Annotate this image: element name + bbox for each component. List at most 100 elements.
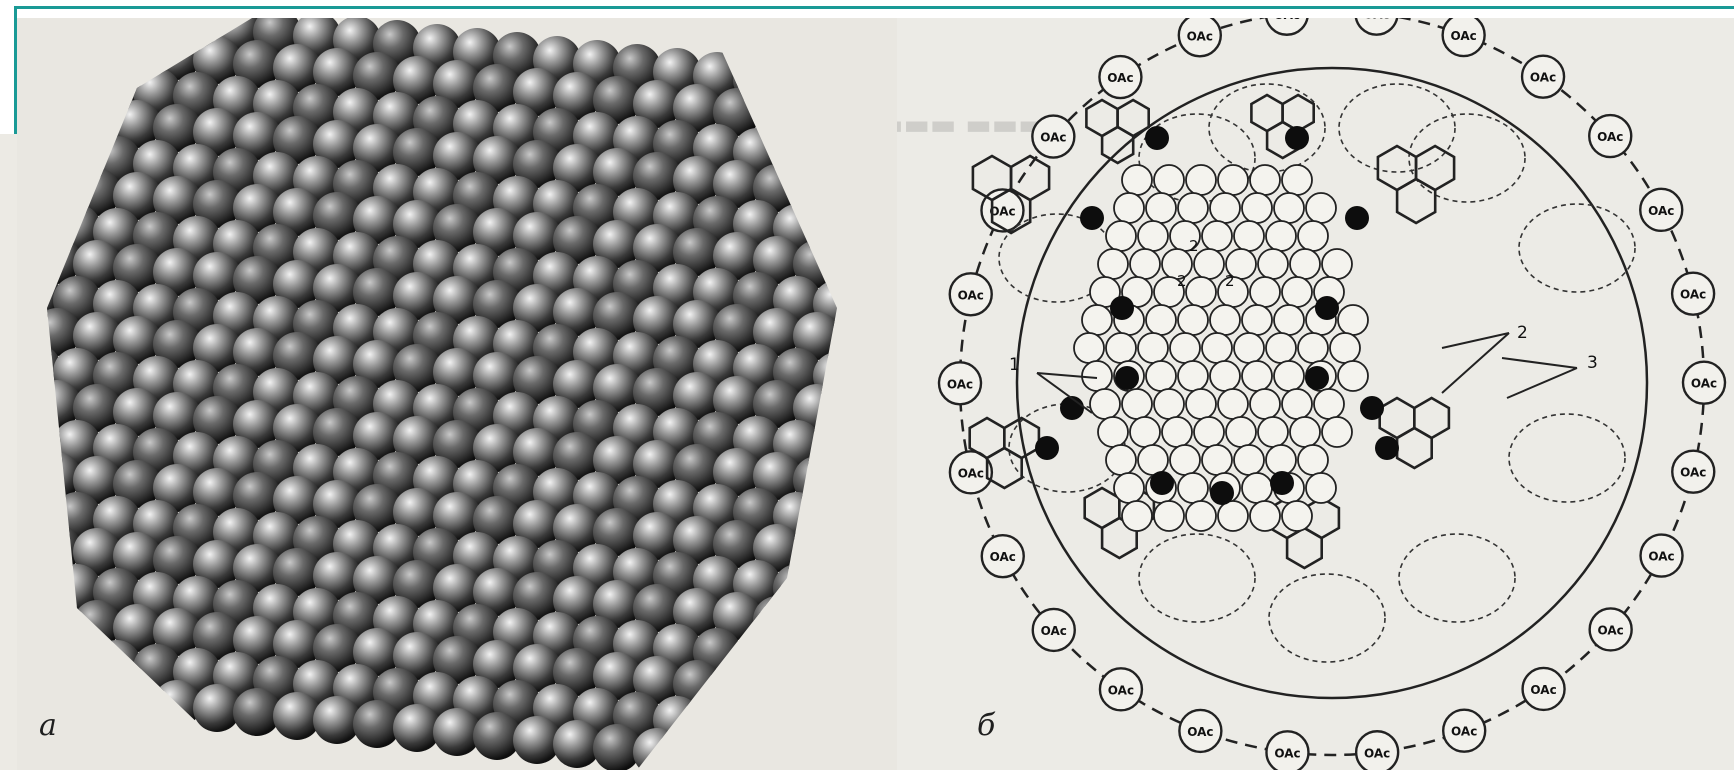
atom-sphere: [873, 392, 897, 440]
core-atom: [1210, 305, 1240, 335]
atom-sphere: [113, 28, 161, 76]
dashed-cloud: [1139, 534, 1255, 622]
core-atom: [1178, 473, 1208, 503]
core-atom: [1282, 501, 1312, 531]
core-atom: [1154, 501, 1184, 531]
core-atom: [1090, 389, 1120, 419]
atom-sphere: [793, 744, 841, 770]
surface-atom: [1145, 126, 1169, 150]
core-atom: [1338, 305, 1368, 335]
ligand-marker: OAc: [1099, 56, 1141, 98]
callout-3: 3: [1587, 353, 1598, 373]
svg-text:OAc: OAc: [1691, 377, 1717, 391]
core-atom: [1330, 333, 1360, 363]
core-atom: [1186, 165, 1216, 195]
core-atom: [1186, 389, 1216, 419]
svg-text:OAc: OAc: [1187, 29, 1213, 43]
core-atom: [1178, 305, 1208, 335]
atom-sphere: [853, 140, 897, 188]
atom-sphere: [773, 636, 821, 684]
dashed-cloud: [1339, 84, 1455, 172]
ligand-marker: OAc: [1100, 668, 1142, 710]
atom-sphere: [793, 168, 841, 216]
core-atom: [1306, 473, 1336, 503]
atom-sphere: [693, 700, 741, 748]
svg-text:OAc: OAc: [1364, 746, 1390, 760]
atom-sphere: [773, 132, 821, 180]
svg-text:OAc: OAc: [990, 550, 1016, 564]
page-left-margin: [0, 0, 14, 134]
atom-sphere: [853, 644, 897, 692]
core-atom: [1122, 501, 1152, 531]
ligand-marker: OAc: [1672, 273, 1714, 315]
atom-sphere: [873, 464, 897, 512]
atom-sphere: [753, 92, 801, 140]
core-atom: [1234, 221, 1264, 251]
ligand-marker: OAc: [1356, 731, 1398, 770]
core-atom: [1146, 305, 1176, 335]
atom-sphere: [833, 604, 881, 652]
svg-text:OAc: OAc: [1530, 683, 1556, 697]
core-atom: [1082, 361, 1112, 391]
surface-atom: [1375, 436, 1399, 460]
atom-sphere: [17, 416, 61, 464]
callout-1: 1: [1009, 355, 1020, 375]
core-atom: [1138, 445, 1168, 475]
core-atom: [1298, 333, 1328, 363]
core-atom: [1154, 165, 1184, 195]
atom-sphere: [833, 460, 881, 508]
core-atom: [1098, 417, 1128, 447]
core-atom: [1186, 277, 1216, 307]
core-atom: [1274, 361, 1304, 391]
dashed-cloud: [1269, 574, 1385, 662]
svg-text:OAc: OAc: [1680, 466, 1706, 480]
dashed-cloud: [1399, 534, 1515, 622]
svg-text:OAc: OAc: [1597, 130, 1623, 144]
surface-atom: [1150, 471, 1174, 495]
core-atom: [1130, 249, 1160, 279]
core-atom: [1170, 333, 1200, 363]
surface-atom: [1345, 206, 1369, 230]
atom-sphere: [673, 732, 721, 770]
atom-sphere: [713, 736, 761, 770]
svg-text:OAc: OAc: [1648, 204, 1674, 218]
atom-sphere: [793, 528, 841, 576]
atom-sphere: [17, 200, 61, 248]
core-atom: [1218, 165, 1248, 195]
atom-sphere: [833, 748, 881, 770]
core-atom: [1282, 389, 1312, 419]
ligand-marker: OAc: [1683, 362, 1725, 404]
core-number-label: 2: [1189, 237, 1199, 255]
atom-sphere: [17, 560, 61, 608]
ligand-marker: OAc: [1590, 608, 1632, 650]
atom-sphere: [793, 672, 841, 720]
atom-sphere: [813, 424, 861, 472]
core-atom: [1098, 249, 1128, 279]
accent-rule-horizontal: [0, 6, 1734, 9]
surface-atom: [1115, 366, 1139, 390]
ligand-marker: OAc: [1179, 18, 1221, 56]
atom-sphere: [753, 596, 801, 644]
atom-sphere: [833, 676, 881, 724]
ligand-marker: OAc: [1356, 18, 1398, 35]
ligand-marker: OAc: [1179, 710, 1221, 752]
atom-sphere: [73, 672, 121, 720]
atom-sphere: [17, 18, 61, 32]
aromatic-ring: [1102, 127, 1133, 163]
atom-sphere: [773, 564, 821, 612]
atom-sphere: [53, 132, 101, 180]
atom-sphere: [853, 356, 897, 404]
atom-sphere: [53, 60, 101, 108]
surface-atom: [1270, 471, 1294, 495]
surface-atom: [1285, 126, 1309, 150]
aromatic-ring: [1287, 528, 1322, 568]
core-atom: [1274, 193, 1304, 223]
core-atom: [1258, 417, 1288, 447]
ligand-marker: OAc: [1589, 115, 1631, 157]
svg-text:OAc: OAc: [1363, 18, 1389, 22]
surface-atom: [1210, 481, 1234, 505]
ligand-marker: OAc: [1032, 116, 1074, 158]
atom-sphere: [753, 740, 801, 770]
core-atom: [1266, 445, 1296, 475]
surface-atom: [1360, 396, 1384, 420]
